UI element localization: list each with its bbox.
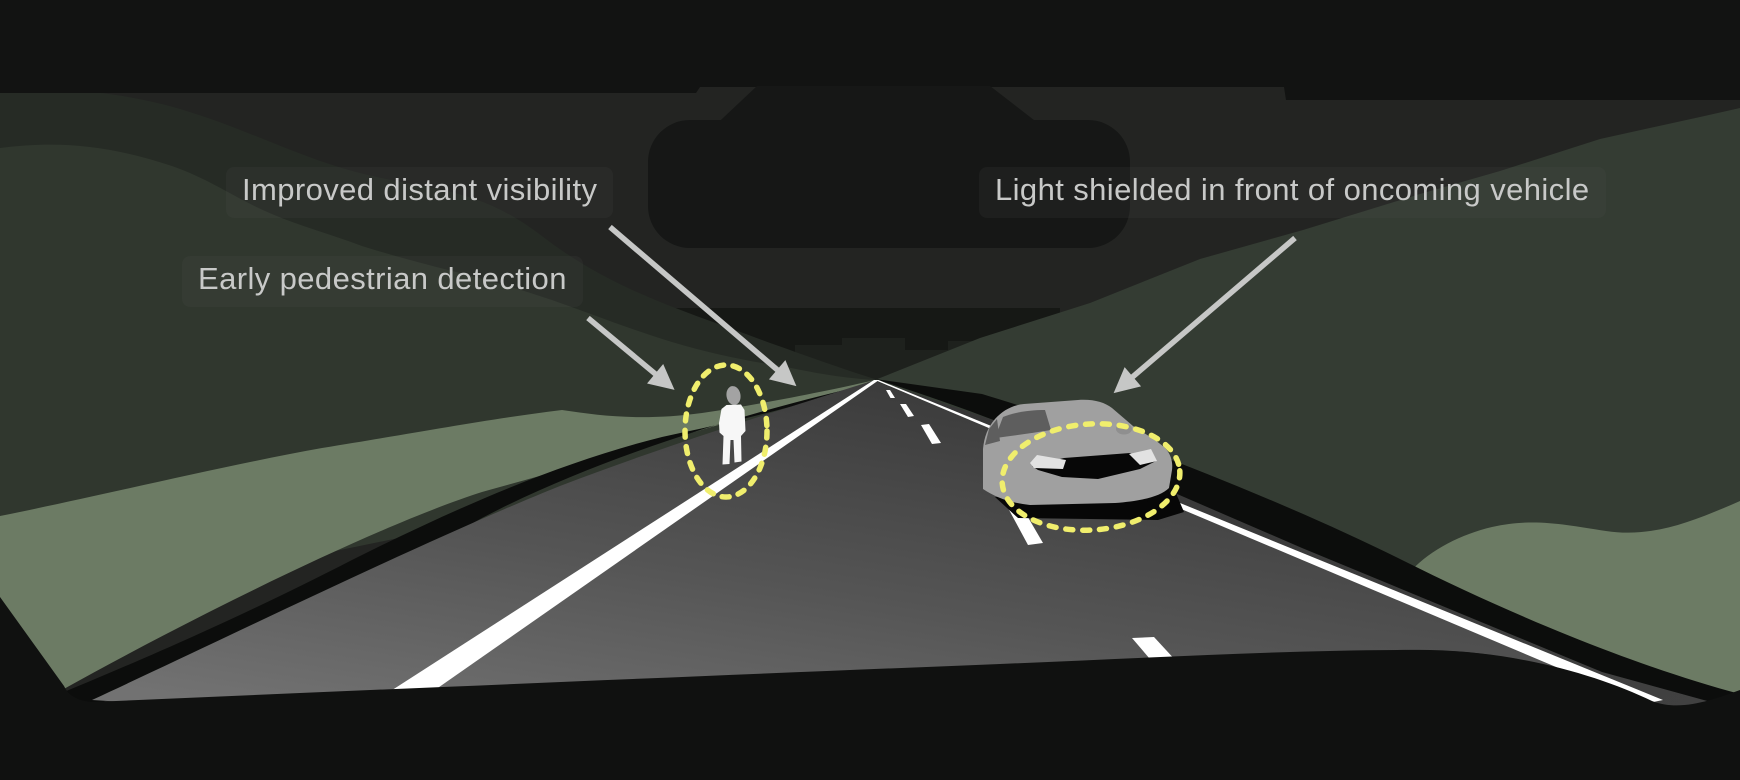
pedestrian-highlight-ellipse-icon [682,362,770,500]
windshield-top [0,0,1740,248]
pedestrian-silhouette-icon [719,386,746,465]
dashboard-silhouette [0,597,1740,780]
center-dash [886,390,895,398]
label-improved-distant-visibility: Improved distant visibility [226,167,614,218]
rearview-mirror-silhouette-icon [648,120,1130,248]
center-dash [900,404,914,417]
arrow-pedestrian-detection-icon [586,315,675,390]
windshield-header-band [0,0,1740,100]
car-headlight-right [1129,449,1157,465]
road-surface [92,380,1654,703]
car-headlight-left [1030,455,1066,469]
car-windshield [995,410,1051,438]
left-sage-slope [0,380,875,724]
pedestrian-body [719,404,746,465]
arrow-light-shielded-icon [1113,235,1297,394]
label-light-shielded: Light shielded in front of oncoming vehi… [979,167,1606,218]
pedestrian-head [726,386,741,405]
headlight-shield-highlight-ellipse-icon [999,421,1183,533]
left-edge-line [386,380,879,694]
car-side-window [985,419,1000,445]
label-early-pedestrian-detection: Early pedestrian detection [182,256,583,307]
right-sage-slope [1412,501,1740,705]
right-road-edge-shadow [875,379,1740,708]
center-dash [921,424,941,444]
annotation-arrows [586,224,1297,394]
arrow-improved-visibility-icon [608,224,797,387]
